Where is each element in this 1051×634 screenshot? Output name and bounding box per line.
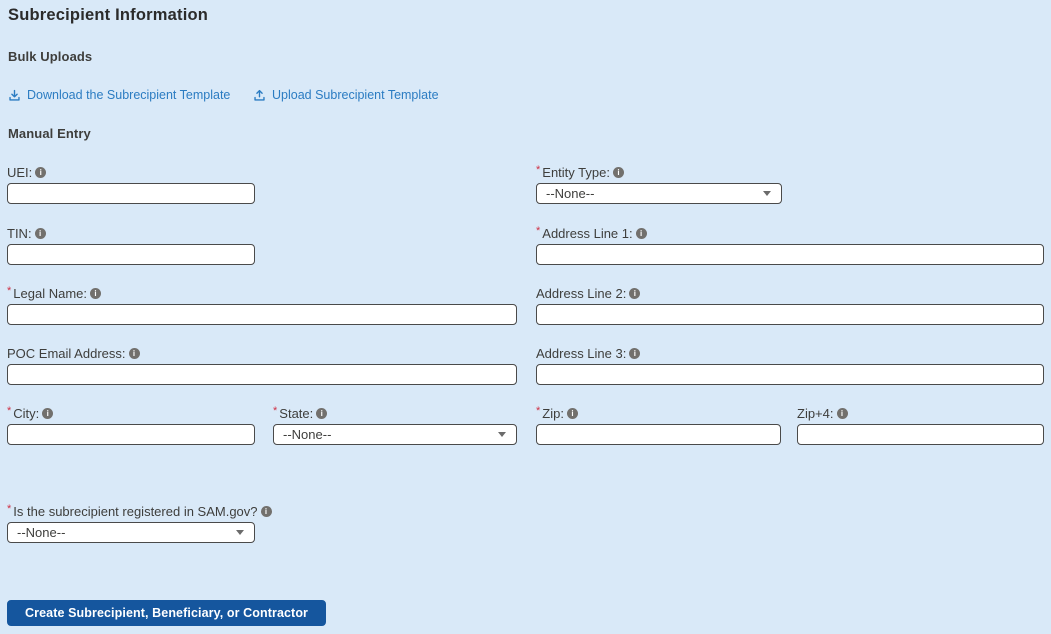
field-state: * State: --None-- [273, 405, 517, 445]
info-icon[interactable] [629, 287, 641, 299]
info-icon[interactable] [316, 407, 328, 419]
tin-input[interactable] [7, 244, 255, 265]
field-address-line-1: * Address Line 1: [536, 225, 1044, 265]
field-legal-name: * Legal Name: [7, 285, 517, 325]
page-title: Subrecipient Information [8, 6, 209, 24]
info-icon[interactable] [128, 347, 140, 359]
field-zip: * Zip: [536, 405, 781, 445]
field-poc-email: POC Email Address: [7, 345, 517, 385]
entity-type-select[interactable]: --None-- [536, 183, 782, 204]
state-label: * State: [273, 405, 517, 421]
field-uei: UEI: [7, 164, 255, 204]
required-indicator: * [536, 225, 541, 237]
download-link-label: Download the Subrecipient Template [27, 88, 231, 102]
info-icon[interactable] [836, 407, 848, 419]
chevron-down-icon [498, 432, 506, 437]
zip-plus-4-label: Zip+4: [797, 405, 1044, 421]
download-template-link[interactable]: Download the Subrecipient Template [8, 88, 230, 102]
info-icon[interactable] [90, 287, 101, 299]
download-icon [8, 89, 21, 102]
address-line-2-label: Address Line 2: [536, 285, 1044, 301]
zip-input[interactable] [536, 424, 781, 445]
address-line-1-input[interactable] [536, 244, 1044, 265]
sam-registered-selected-value: --None-- [17, 525, 66, 540]
entity-type-selected-value: --None-- [546, 186, 595, 201]
info-icon[interactable] [612, 166, 624, 178]
sam-registered-label: * Is the subrecipient registered in SAM.… [7, 503, 272, 519]
create-subrecipient-button[interactable]: Create Subrecipient, Beneficiary, or Con… [7, 600, 327, 626]
poc-email-input[interactable] [7, 364, 517, 385]
section-header-manual-entry: Manual Entry [8, 126, 91, 141]
required-indicator: * [273, 405, 278, 417]
city-input[interactable] [7, 424, 255, 445]
legal-name-input[interactable] [7, 304, 517, 325]
required-indicator: * [7, 285, 12, 297]
required-indicator: * [536, 164, 541, 176]
sam-registered-select[interactable]: --None-- [7, 522, 255, 543]
field-tin: TIN: [7, 225, 255, 265]
info-icon[interactable] [260, 505, 272, 517]
chevron-down-icon [763, 191, 771, 196]
field-address-line-2: Address Line 2: [536, 285, 1044, 325]
city-label: * City: [7, 405, 255, 421]
tin-label: TIN: [7, 225, 255, 241]
field-zip-plus-4: Zip+4: [797, 405, 1044, 445]
address-line-2-input[interactable] [536, 304, 1044, 325]
uei-label: UEI: [7, 164, 255, 180]
field-sam-registered: * Is the subrecipient registered in SAM.… [7, 503, 272, 543]
poc-email-label: POC Email Address: [7, 345, 517, 361]
state-select[interactable]: --None-- [273, 424, 517, 445]
zip-plus-4-input[interactable] [797, 424, 1044, 445]
info-icon[interactable] [566, 407, 578, 419]
zip-label: * Zip: [536, 405, 781, 421]
required-indicator: * [7, 503, 12, 515]
uei-input[interactable] [7, 183, 255, 204]
required-indicator: * [7, 405, 12, 417]
upload-link-label: Upload Subrecipient Template [272, 88, 439, 102]
entity-type-label: * Entity Type: [536, 164, 782, 180]
state-selected-value: --None-- [283, 427, 332, 442]
chevron-down-icon [236, 530, 244, 535]
field-city: * City: [7, 405, 255, 445]
address-line-1-label: * Address Line 1: [536, 225, 1044, 241]
legal-name-label: * Legal Name: [7, 285, 517, 301]
address-line-3-label: Address Line 3: [536, 345, 1044, 361]
info-icon[interactable] [635, 227, 647, 239]
info-icon[interactable] [629, 347, 641, 359]
info-icon[interactable] [35, 166, 47, 178]
info-icon[interactable] [34, 227, 46, 239]
upload-icon [253, 89, 266, 102]
address-line-3-input[interactable] [536, 364, 1044, 385]
upload-template-link[interactable]: Upload Subrecipient Template [253, 88, 439, 102]
required-indicator: * [536, 405, 541, 417]
info-icon[interactable] [42, 407, 54, 419]
section-header-bulk-uploads: Bulk Uploads [8, 49, 93, 64]
field-address-line-3: Address Line 3: [536, 345, 1044, 385]
field-entity-type: * Entity Type: --None-- [536, 164, 782, 204]
